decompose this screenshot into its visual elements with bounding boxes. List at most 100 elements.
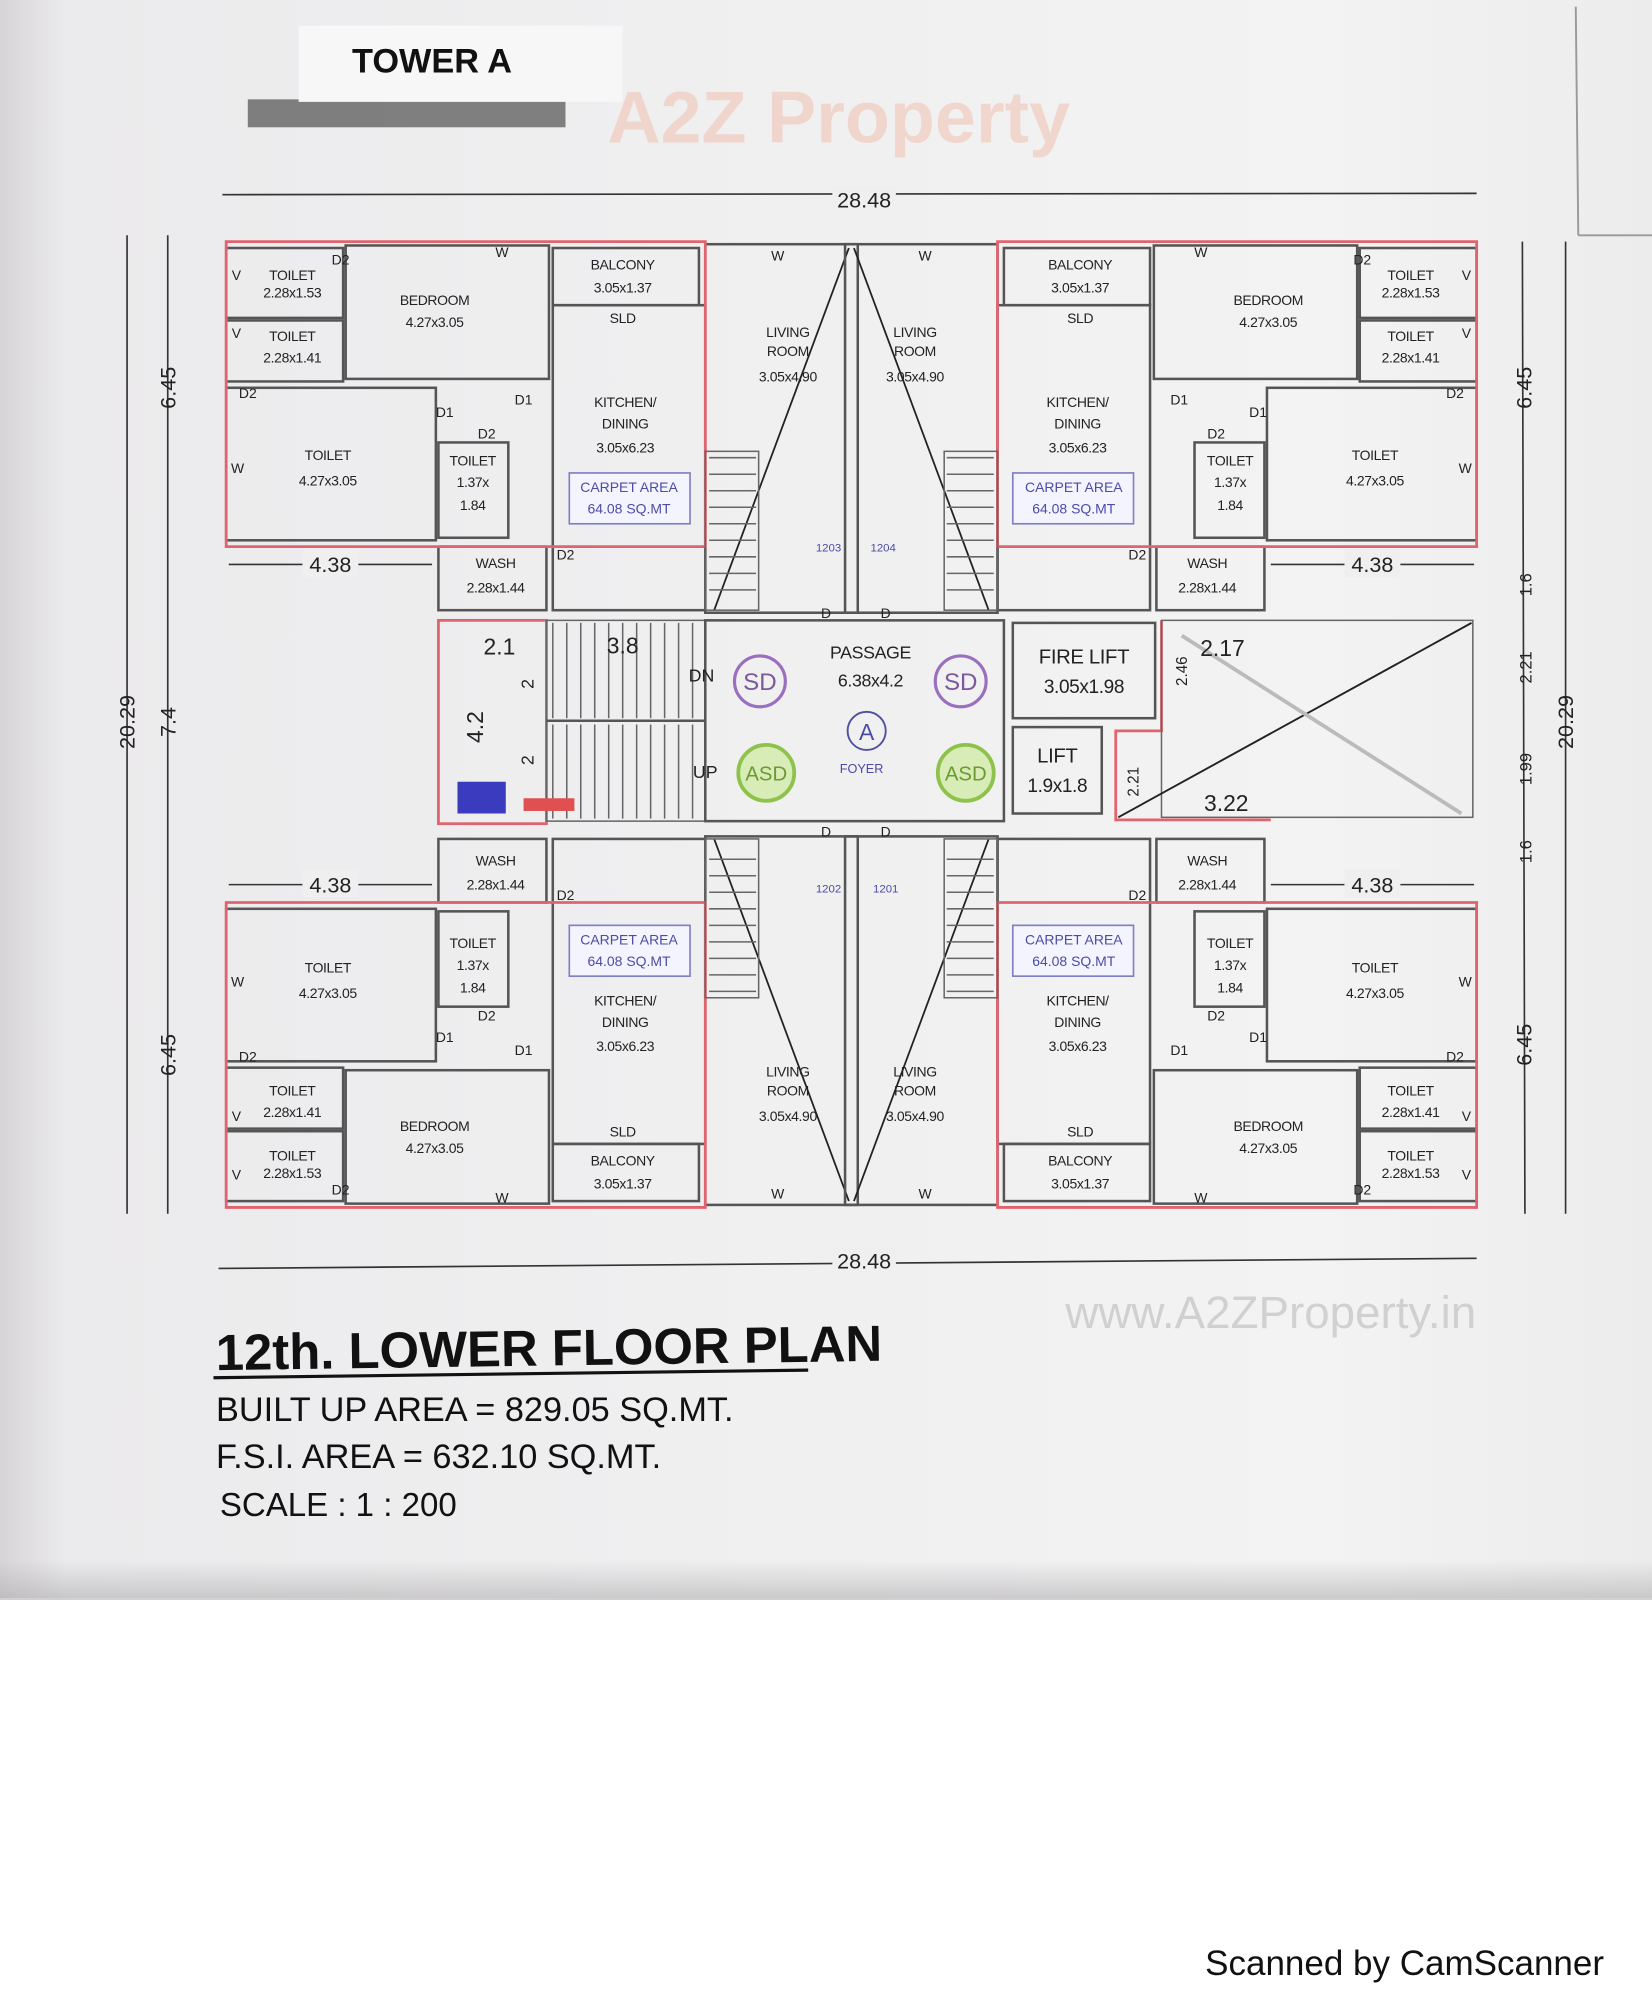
room-label-kitchen: KITCHEN/	[594, 992, 657, 1008]
apartment-unit: TOILET2.28x1.53TOILET2.28x1.41BEDROOM4.2…	[224, 835, 860, 1209]
room-outline	[1265, 386, 1478, 542]
asd-label: ASD	[745, 763, 787, 785]
carpet-area-value: 64.08 SQ.MT	[1032, 953, 1116, 969]
room-label-kitchen: 3.05x6.23	[1049, 440, 1108, 456]
room-outline	[1155, 837, 1266, 904]
room-label-toilet-b: TOILET	[269, 328, 316, 344]
room-label-toilet-a: 2.28x1.53	[1382, 1165, 1441, 1181]
room-outline	[224, 246, 345, 320]
sliding-door-label: SLD	[610, 1123, 636, 1139]
room-label-toilet-b: TOILET	[1387, 328, 1434, 344]
room-label-kitchen: KITCHEN/	[594, 394, 657, 410]
unit-staircase	[704, 838, 760, 999]
room-label-toilet-c: TOILET	[1352, 959, 1399, 975]
door-window-mark: V	[232, 325, 242, 341]
unit-staircase	[704, 450, 760, 611]
door-window-mark: D1	[515, 391, 533, 407]
lift-number: 1201	[873, 883, 898, 895]
dimension-left-overall: 20.29	[115, 695, 140, 749]
core-dimension: 2.21	[1126, 767, 1143, 797]
room-label-kitchen: 3.05x6.23	[1049, 1038, 1108, 1054]
room-label-toilet-d: TOILET	[450, 935, 497, 951]
watermark-url: www.A2ZProperty.in	[1064, 1287, 1476, 1338]
apartment-unit: TOILET2.28x1.53TOILET2.28x1.41BEDROOM4.2…	[224, 240, 860, 614]
door-window-mark: W	[231, 973, 245, 989]
door-window-mark: V	[232, 267, 242, 283]
room-label-living: ROOM	[767, 343, 809, 359]
door-window-mark: W	[919, 1186, 933, 1202]
door-window-mark: D2	[1353, 1182, 1371, 1198]
lift-number: 1204	[870, 543, 896, 555]
room-outline	[1358, 246, 1478, 320]
room-label-wash: WASH	[476, 853, 516, 869]
lift-size: 1.9x1.8	[1027, 776, 1087, 797]
asd-left: ASD	[736, 742, 797, 803]
door-window-mark: V	[1462, 267, 1472, 283]
room-outline	[551, 303, 707, 612]
tower-label: TOWER A	[247, 25, 623, 128]
foyer-marker-circle	[846, 710, 887, 751]
carpet-area-label: CARPET AREA	[580, 479, 678, 495]
shaft-diagonal	[1180, 633, 1463, 816]
room-label-kitchen: KITCHEN/	[1047, 394, 1110, 410]
sliding-door-label: SLD	[1067, 1123, 1093, 1139]
room-outline	[344, 1068, 551, 1205]
door-window-mark: D2	[1207, 1008, 1225, 1024]
core-dimension: 3.22	[1204, 790, 1249, 816]
setback-dimension: 4.38	[1351, 872, 1393, 897]
door-window-mark: W	[495, 1189, 509, 1205]
room-outline	[1193, 910, 1266, 1008]
paper-shadow	[0, 1560, 1652, 1600]
room-label-balcony: 3.05x1.37	[1051, 1175, 1110, 1191]
room-label-wash: WASH	[476, 555, 516, 571]
door-window-mark: D1	[1249, 1029, 1267, 1045]
room-label-kitchen: DINING	[602, 1014, 649, 1030]
room-outline	[437, 837, 548, 904]
living-diagonal	[853, 247, 990, 611]
room-outline	[996, 303, 1152, 612]
core-dimension: 3.8	[607, 632, 639, 658]
room-label-living: ROOM	[894, 343, 936, 359]
dimension-right-chain-1: 1.6	[1516, 573, 1535, 596]
door-window-mark: W	[771, 1186, 785, 1202]
room-label-balcony: BALCONY	[1048, 257, 1113, 273]
shaft-diagonal	[1117, 622, 1473, 819]
core-dimension: 2.1	[484, 634, 516, 660]
passage-label: PASSAGE	[830, 642, 912, 662]
stair-down-label: DN	[689, 665, 715, 685]
room-label-toilet-b: 2.28x1.41	[263, 349, 322, 365]
carpet-area-box	[1011, 924, 1135, 977]
smoke-detector-label: SD	[743, 669, 777, 696]
door-label: D	[881, 823, 891, 839]
room-label-wash: 2.28x1.44	[1178, 877, 1237, 893]
core-area: PASSAGE 6.38x4.2 DN UP SD SD ASD ASD A F…	[437, 543, 1474, 895]
scanned-paper	[0, 0, 1652, 1598]
door-window-mark: W	[1194, 1189, 1208, 1205]
room-label-toilet-d: 1.37x	[457, 474, 490, 490]
core-dimension: 4.2	[462, 711, 488, 743]
living-diagonal	[713, 247, 850, 611]
door-window-mark: W	[1459, 460, 1473, 476]
door-window-mark: D2	[332, 1182, 350, 1198]
room-label-toilet-b: 2.28x1.41	[1382, 1104, 1441, 1120]
room-outline	[437, 910, 510, 1008]
dimension-bottom: 28.48	[837, 1248, 891, 1273]
tower-title: TOWER A	[352, 43, 512, 81]
room-label-bedroom: 4.27x3.05	[406, 314, 465, 330]
carpet-area-box	[1011, 472, 1135, 525]
room-label-living: ROOM	[767, 1083, 809, 1099]
unit-staircase	[943, 450, 999, 611]
room-label-living: 3.05x4.90	[759, 1108, 818, 1124]
setback-dimension: 4.38	[309, 872, 351, 897]
passage-size: 6.38x4.2	[838, 670, 903, 690]
room-label-toilet-d: 1.37x	[1214, 957, 1247, 973]
apartment-unit: TOILET2.28x1.53TOILET2.28x1.41BEDROOM4.2…	[843, 835, 1479, 1209]
room-label-toilet-d: 1.84	[460, 980, 486, 996]
door-window-mark: D1	[515, 1042, 533, 1058]
room-label-wash: 2.28x1.44	[467, 579, 526, 595]
lift	[1011, 725, 1104, 815]
door-window-mark: D2	[557, 887, 575, 903]
carpet-area-box	[568, 472, 691, 525]
door-window-mark: W	[771, 248, 785, 264]
